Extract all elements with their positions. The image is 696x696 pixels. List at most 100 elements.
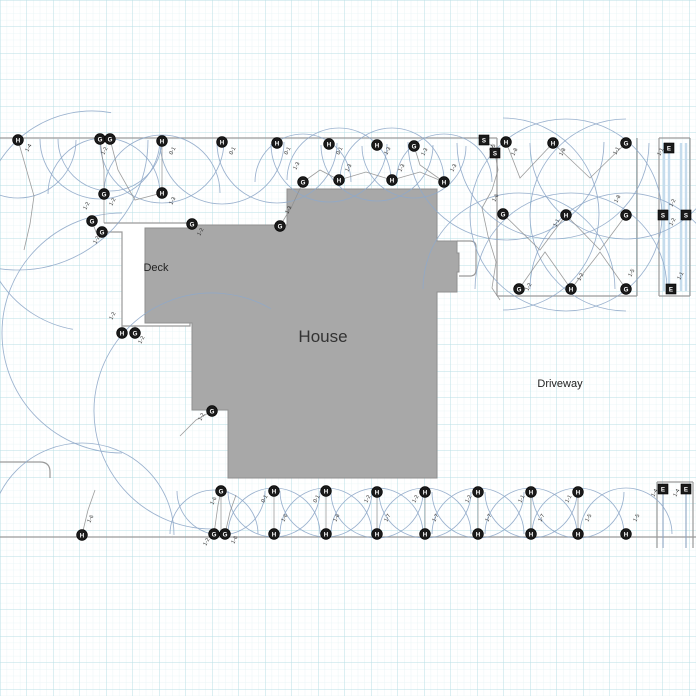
sprinkler-head-h16[interactable]: H bbox=[156, 187, 168, 199]
head-callout-label: 1-2 bbox=[82, 201, 91, 211]
head-callout-label: 1-7 bbox=[431, 513, 440, 523]
head-callout-label: 1-7 bbox=[484, 513, 493, 523]
sprinkler-head-h20[interactable]: H bbox=[438, 176, 450, 188]
sprinkler-head-h14[interactable]: G bbox=[620, 137, 632, 149]
sprinkler-head-h26[interactable]: G bbox=[129, 327, 141, 339]
sprinkler-head-h51[interactable]: H bbox=[371, 528, 383, 540]
pipe-line bbox=[570, 251, 627, 290]
head-symbol: E bbox=[669, 287, 673, 294]
head-symbol: H bbox=[529, 532, 534, 539]
spray-arc bbox=[502, 117, 600, 311]
sprinkler-head-h17[interactable]: G bbox=[297, 176, 309, 188]
sprinkler-head-h58[interactable]: E bbox=[680, 483, 692, 495]
sprinkler-head-h02[interactable]: G bbox=[94, 133, 106, 145]
head-symbol: H bbox=[16, 138, 21, 145]
head-callout-label: 1-4 bbox=[672, 488, 681, 498]
head-symbol: H bbox=[551, 141, 556, 148]
sprinkler-head-h27[interactable]: G bbox=[206, 405, 218, 417]
head-callout-label: 1-3 bbox=[292, 161, 301, 171]
sprinkler-head-h40[interactable]: H bbox=[320, 485, 332, 497]
sprinkler-head-h37[interactable]: E bbox=[665, 283, 677, 295]
sprinkler-head-h08[interactable]: H bbox=[371, 139, 383, 151]
sprinkler-head-h12[interactable]: H bbox=[500, 136, 512, 148]
sprinkler-head-h29[interactable]: H bbox=[560, 209, 572, 221]
sprinkler-head-h43[interactable]: H bbox=[472, 486, 484, 498]
sprinkler-head-h30[interactable]: G bbox=[620, 209, 632, 221]
head-symbol: G bbox=[210, 409, 215, 416]
head-symbol: G bbox=[501, 212, 506, 219]
sprinkler-head-h57[interactable]: E bbox=[657, 483, 669, 495]
head-callout-label: 1-2 bbox=[108, 311, 117, 321]
sprinkler-head-h22[interactable]: G bbox=[86, 215, 98, 227]
sprinkler-head-h55[interactable]: H bbox=[572, 528, 584, 540]
sprinkler-head-h19[interactable]: H bbox=[386, 174, 398, 186]
sprinkler-head-h41[interactable]: H bbox=[371, 486, 383, 498]
sprinkler-head-h56[interactable]: H bbox=[620, 528, 632, 540]
head-symbol: G bbox=[102, 192, 107, 199]
sprinkler-head-h46[interactable]: H bbox=[76, 529, 88, 541]
sprinkler-head-h35[interactable]: S bbox=[657, 209, 669, 221]
head-symbol: H bbox=[576, 490, 581, 497]
sprinkler-head-h10[interactable]: S bbox=[478, 134, 490, 146]
pipe-lines-group bbox=[17, 138, 627, 536]
sprinkler-head-h47[interactable]: G bbox=[208, 528, 220, 540]
head-callout-label: 1-2 bbox=[100, 146, 109, 156]
pipe-line bbox=[481, 152, 501, 301]
head-callout-label: 1-1 bbox=[676, 271, 685, 281]
head-symbol: G bbox=[624, 287, 629, 294]
head-symbol: G bbox=[278, 224, 283, 231]
head-callout-label: 1-6 bbox=[86, 514, 95, 524]
sprinkler-head-h15[interactable]: G bbox=[98, 188, 110, 200]
walkway-path bbox=[0, 461, 51, 478]
sprinkler-head-h44[interactable]: H bbox=[525, 486, 537, 498]
head-callout-label: 1-3 bbox=[383, 146, 392, 156]
sprinkler-head-h32[interactable]: H bbox=[565, 283, 577, 295]
sprinkler-head-h18[interactable]: H bbox=[333, 174, 345, 186]
sprinkler-head-h38[interactable]: G bbox=[215, 485, 227, 497]
head-callout-label: 1-2 bbox=[411, 494, 420, 504]
pipe-line bbox=[17, 139, 35, 251]
pipe-line bbox=[552, 142, 627, 179]
sprinkler-head-h24[interactable]: G bbox=[274, 220, 286, 232]
head-symbol: H bbox=[423, 490, 428, 497]
head-callout-label: 1-5 bbox=[488, 143, 497, 153]
sprinkler-head-h39[interactable]: H bbox=[268, 485, 280, 497]
sprinkler-head-h11[interactable]: S bbox=[489, 147, 501, 159]
sprinkler-head-h05[interactable]: H bbox=[216, 136, 228, 148]
sprinkler-head-h53[interactable]: H bbox=[472, 528, 484, 540]
sprinkler-head-h09[interactable]: G bbox=[408, 140, 420, 152]
pipe-line bbox=[413, 145, 445, 183]
areas-group bbox=[104, 188, 460, 479]
sprinkler-head-h28[interactable]: G bbox=[497, 208, 509, 220]
sprinkler-head-h49[interactable]: H bbox=[268, 528, 280, 540]
sprinkler-head-h33[interactable]: G bbox=[620, 283, 632, 295]
head-callout-label: 1-2 bbox=[363, 494, 372, 504]
head-callout-label: 1-3 bbox=[168, 196, 177, 206]
head-callout-label: 1-3 bbox=[344, 163, 353, 173]
sprinkler-head-h03[interactable]: G bbox=[104, 133, 116, 145]
sprinkler-head-h50[interactable]: H bbox=[320, 528, 332, 540]
sprinkler-head-h06[interactable]: H bbox=[271, 137, 283, 149]
sprinkler-head-h13[interactable]: H bbox=[547, 137, 559, 149]
sprinkler-head-h48[interactable]: G bbox=[219, 528, 231, 540]
sprinkler-head-h45[interactable]: H bbox=[572, 486, 584, 498]
sprinkler-head-h52[interactable]: H bbox=[419, 528, 431, 540]
sprinkler-head-h42[interactable]: H bbox=[419, 486, 431, 498]
sprinkler-head-h25[interactable]: H bbox=[116, 327, 128, 339]
sprinkler-head-h31[interactable]: G bbox=[513, 283, 525, 295]
sprinkler-head-h21[interactable]: G bbox=[186, 218, 198, 230]
head-callout-label: 0-1 bbox=[312, 494, 321, 504]
head-callout-label: 1-2 bbox=[137, 335, 146, 345]
sprinkler-head-h01[interactable]: H bbox=[12, 134, 24, 146]
sprinkler-head-h07[interactable]: H bbox=[323, 138, 335, 150]
sprinkler-head-h34[interactable]: E bbox=[663, 142, 675, 154]
sprinkler-head-h04[interactable]: H bbox=[156, 135, 168, 147]
sprinkler-head-h54[interactable]: H bbox=[525, 528, 537, 540]
spray-arcs-group bbox=[0, 110, 696, 539]
spray-arc bbox=[39, 138, 161, 200]
sprinkler-head-h23[interactable]: G bbox=[96, 226, 108, 238]
head-symbol: H bbox=[624, 532, 629, 539]
sprinkler-head-h36[interactable]: S bbox=[680, 209, 692, 221]
head-symbol: H bbox=[337, 178, 342, 185]
